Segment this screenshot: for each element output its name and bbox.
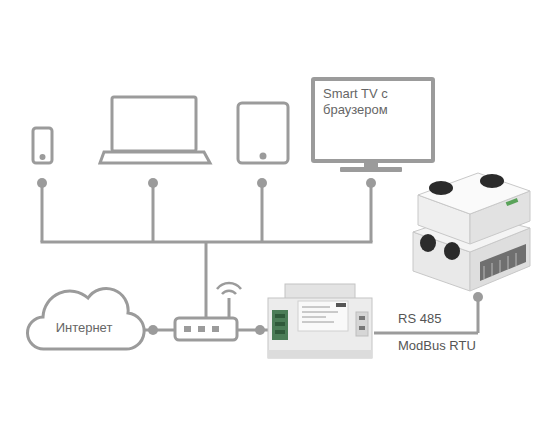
controller-module (302, 307, 330, 308)
controller-module (302, 317, 326, 318)
controller-module (359, 316, 365, 320)
ventilation-unit (500, 260, 501, 273)
network-wires (205, 242, 208, 318)
signal-label: RS 485 (398, 311, 441, 327)
ventilation-unit (480, 244, 526, 281)
router-icon (222, 291, 236, 294)
wire-dots (255, 325, 265, 335)
router-icon (212, 326, 219, 332)
router-icon (184, 326, 191, 332)
phone-icon (33, 128, 52, 163)
smart-tv-screen: Smart TV с браузером (311, 77, 435, 163)
controller-module (272, 310, 288, 340)
laptop-icon (100, 152, 210, 163)
router-icon (175, 318, 237, 340)
wire-dots (148, 178, 158, 188)
ventilation-unit (506, 198, 519, 206)
ventilation-unit (444, 242, 460, 260)
cloud-outline (27, 288, 144, 349)
controller-module (302, 312, 338, 313)
ventilation-unit (420, 234, 436, 252)
node-text: Smart TV с браузером (323, 86, 409, 119)
router-icon (217, 283, 241, 289)
network-wires (370, 183, 373, 242)
ventilation-unit (480, 174, 504, 188)
phone-icon (41, 156, 44, 159)
controller-module (359, 326, 365, 330)
network-wires (152, 183, 155, 242)
router-icon (175, 283, 241, 340)
ventilation-unit (492, 263, 493, 276)
network-wires (477, 297, 480, 333)
ventilation-unit (418, 173, 530, 214)
controller-module (336, 303, 346, 307)
ventilation-unit (429, 181, 453, 195)
tv-stand (340, 162, 402, 172)
router-icon (198, 326, 205, 332)
controller-module (268, 298, 372, 358)
controller-module (275, 322, 285, 326)
wire-dots (473, 292, 483, 302)
ventilation-unit (413, 173, 530, 291)
signal-label: ModBus RTU (398, 338, 476, 354)
controller-module (275, 330, 285, 334)
laptop-icon (112, 97, 196, 151)
cloud-outline (22, 283, 146, 353)
wire-dots (37, 178, 47, 188)
tv-stand (340, 167, 402, 172)
tablet-icon (261, 154, 265, 158)
network-wires (374, 332, 478, 335)
controller-module (298, 301, 348, 331)
cloud-shape: Интернет (22, 283, 146, 353)
phone-icon (33, 128, 52, 163)
wire-dots (257, 178, 267, 188)
ventilation-unit (516, 253, 517, 266)
ventilation-unit (508, 256, 509, 269)
controller-module (356, 312, 368, 336)
controller-module (268, 350, 372, 358)
tablet-icon (238, 103, 288, 163)
wire-dots (148, 325, 158, 335)
node-text: Интернет (56, 320, 113, 335)
network-wires (41, 183, 44, 242)
tablet-icon (238, 103, 288, 163)
router-icon (228, 298, 231, 318)
laptop-icon (100, 97, 210, 163)
controller-module (268, 284, 372, 358)
network-wires (261, 183, 264, 242)
controller-module (302, 322, 334, 323)
ventilation-unit (484, 266, 485, 279)
controller-module (275, 314, 285, 318)
wire-dots (366, 178, 376, 188)
